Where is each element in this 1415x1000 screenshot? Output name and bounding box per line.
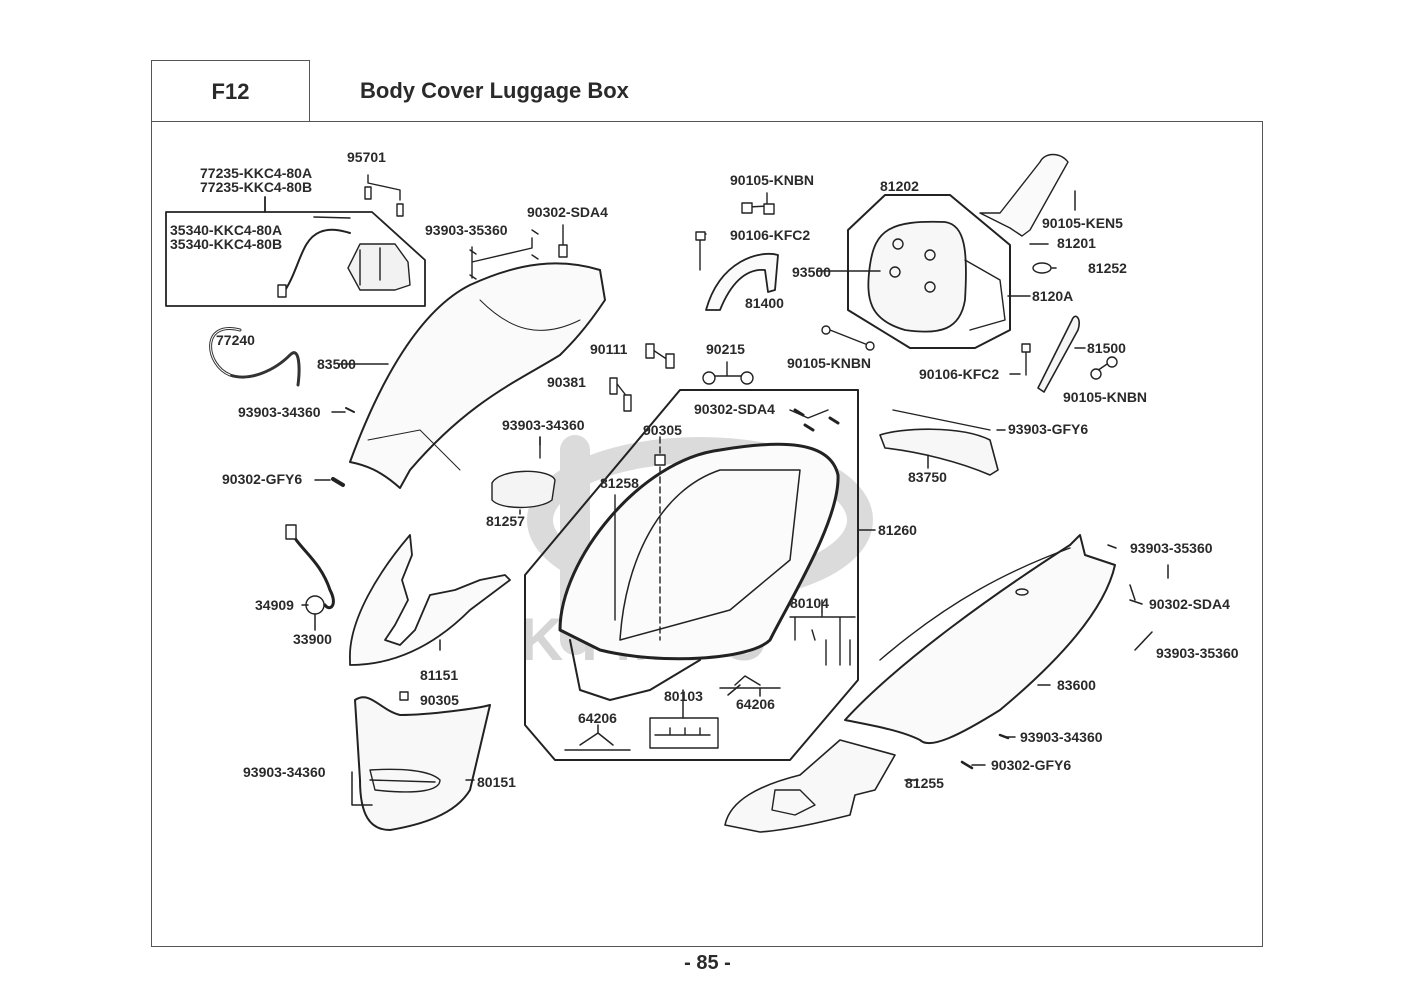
part-label-93903-34360-mid: 93903-34360 <box>502 417 585 433</box>
part-label-93903-34360-r: 93903-34360 <box>1020 729 1103 745</box>
part-label-93903-35360: 93903-35360 <box>425 222 508 238</box>
luggage-box-frame <box>524 389 859 761</box>
floor-mat-81255 <box>724 739 896 833</box>
part-label-90105-knbn-mid: 90105-KNBN <box>787 355 872 371</box>
leader-lines <box>301 190 1143 806</box>
part-label-8120a: 8120A <box>1032 288 1074 304</box>
part-label-34909: 34909 <box>255 597 294 613</box>
part-label-77235-kkc4-80a: 77235-KKC4-80A <box>200 165 313 181</box>
carrier-bracket-81201 <box>979 153 1069 237</box>
part-label-90302-sda4-r: 90302-SDA4 <box>1149 596 1230 612</box>
part-label-80103: 80103 <box>664 688 703 704</box>
part-label-90302-gfy6-r: 90302-GFY6 <box>991 757 1072 773</box>
ignition-set-box <box>165 211 426 307</box>
part-label-81257: 81257 <box>486 513 525 529</box>
part-label-90302-gfy6: 90302-GFY6 <box>222 471 303 487</box>
part-label-95701: 95701 <box>347 149 386 165</box>
part-label-35340-kkc4-80a: 35340-KKC4-80A <box>170 222 283 238</box>
part-label-90302-sda4: 90302-SDA4 <box>527 204 608 220</box>
backrest-81202 <box>867 220 967 333</box>
part-label-93903-35360-r2: 93903-35360 <box>1156 645 1239 661</box>
section-code-text: F12 <box>211 78 250 104</box>
part-label-93903-gfy6: 93903-GFY6 <box>1008 421 1089 437</box>
part-label-93500: 93500 <box>792 264 831 280</box>
part-label-64206-a: 64206 <box>578 710 617 726</box>
inner-cover-81151 <box>349 534 511 666</box>
page-title: Body Cover Luggage Box <box>360 78 629 103</box>
cable-35340 <box>281 228 351 296</box>
part-label-90105-knbn: 90105-KNBN <box>730 172 815 188</box>
lock-mechanism-icon <box>347 243 411 291</box>
part-label-90302-sda4-box: 90302-SDA4 <box>694 401 775 417</box>
part-label-93903-34360-front: 93903-34360 <box>243 764 326 780</box>
front-cover-80151 <box>354 696 491 831</box>
diagram-frame <box>151 121 1263 947</box>
part-label-93903-34360: 93903-34360 <box>238 404 321 420</box>
part-label-35340-kkc4-80b: 35340-KKC4-80B <box>170 236 283 252</box>
part-label-81400: 81400 <box>745 295 784 311</box>
part-label-81260: 81260 <box>878 522 917 538</box>
side-cover-83600 <box>844 534 1116 745</box>
part-label-90105-knbn-right: 90105-KNBN <box>1063 389 1148 405</box>
grab-arm-81500 <box>1037 315 1080 393</box>
part-label-81500: 81500 <box>1087 340 1126 356</box>
part-label-81255: 81255 <box>905 775 944 791</box>
cover-83750 <box>879 428 999 476</box>
part-label-64206-b: 64206 <box>736 696 775 712</box>
part-label-81202: 81202 <box>880 178 919 194</box>
part-label-81258: 81258 <box>600 475 639 491</box>
part-label-90305-front: 90305 <box>420 692 459 708</box>
part-label-81201: 81201 <box>1057 235 1096 251</box>
section-code: F12 <box>151 60 310 122</box>
part-label-93903-35360-r1: 93903-35360 <box>1130 540 1213 556</box>
grab-rail-81400 <box>705 253 779 311</box>
page-number: - 85 - <box>684 952 731 974</box>
part-label-83500: 83500 <box>317 356 356 372</box>
part-label-90105-ken5: 90105-KEN5 <box>1042 215 1123 231</box>
part-label-83600: 83600 <box>1057 677 1096 693</box>
luggage-box-81260 <box>558 442 840 661</box>
part-label-33900: 33900 <box>293 631 332 647</box>
part-label-90215: 90215 <box>706 341 745 357</box>
part-label-90106-kfc2-right: 90106-KFC2 <box>919 366 1000 382</box>
part-label-80151: 80151 <box>477 774 516 790</box>
bolt-icon <box>364 186 372 200</box>
part-label-90381: 90381 <box>547 374 586 390</box>
cover-83500 <box>349 262 606 489</box>
part-label-90106-kfc2: 90106-KFC2 <box>730 227 811 243</box>
part-label-80104: 80104 <box>790 595 829 611</box>
part-label-83750: 83750 <box>908 469 947 485</box>
part-label-90305: 90305 <box>643 422 682 438</box>
part-label-77235-kkc4-80b: 77235-KKC4-80B <box>200 179 313 195</box>
part-label-81252: 81252 <box>1088 260 1127 276</box>
seat-bracket-frame <box>847 194 1011 349</box>
part-label-77240: 77240 <box>216 332 255 348</box>
part-label-81151: 81151 <box>420 667 459 683</box>
part-label-90111: 90111 <box>590 341 628 357</box>
